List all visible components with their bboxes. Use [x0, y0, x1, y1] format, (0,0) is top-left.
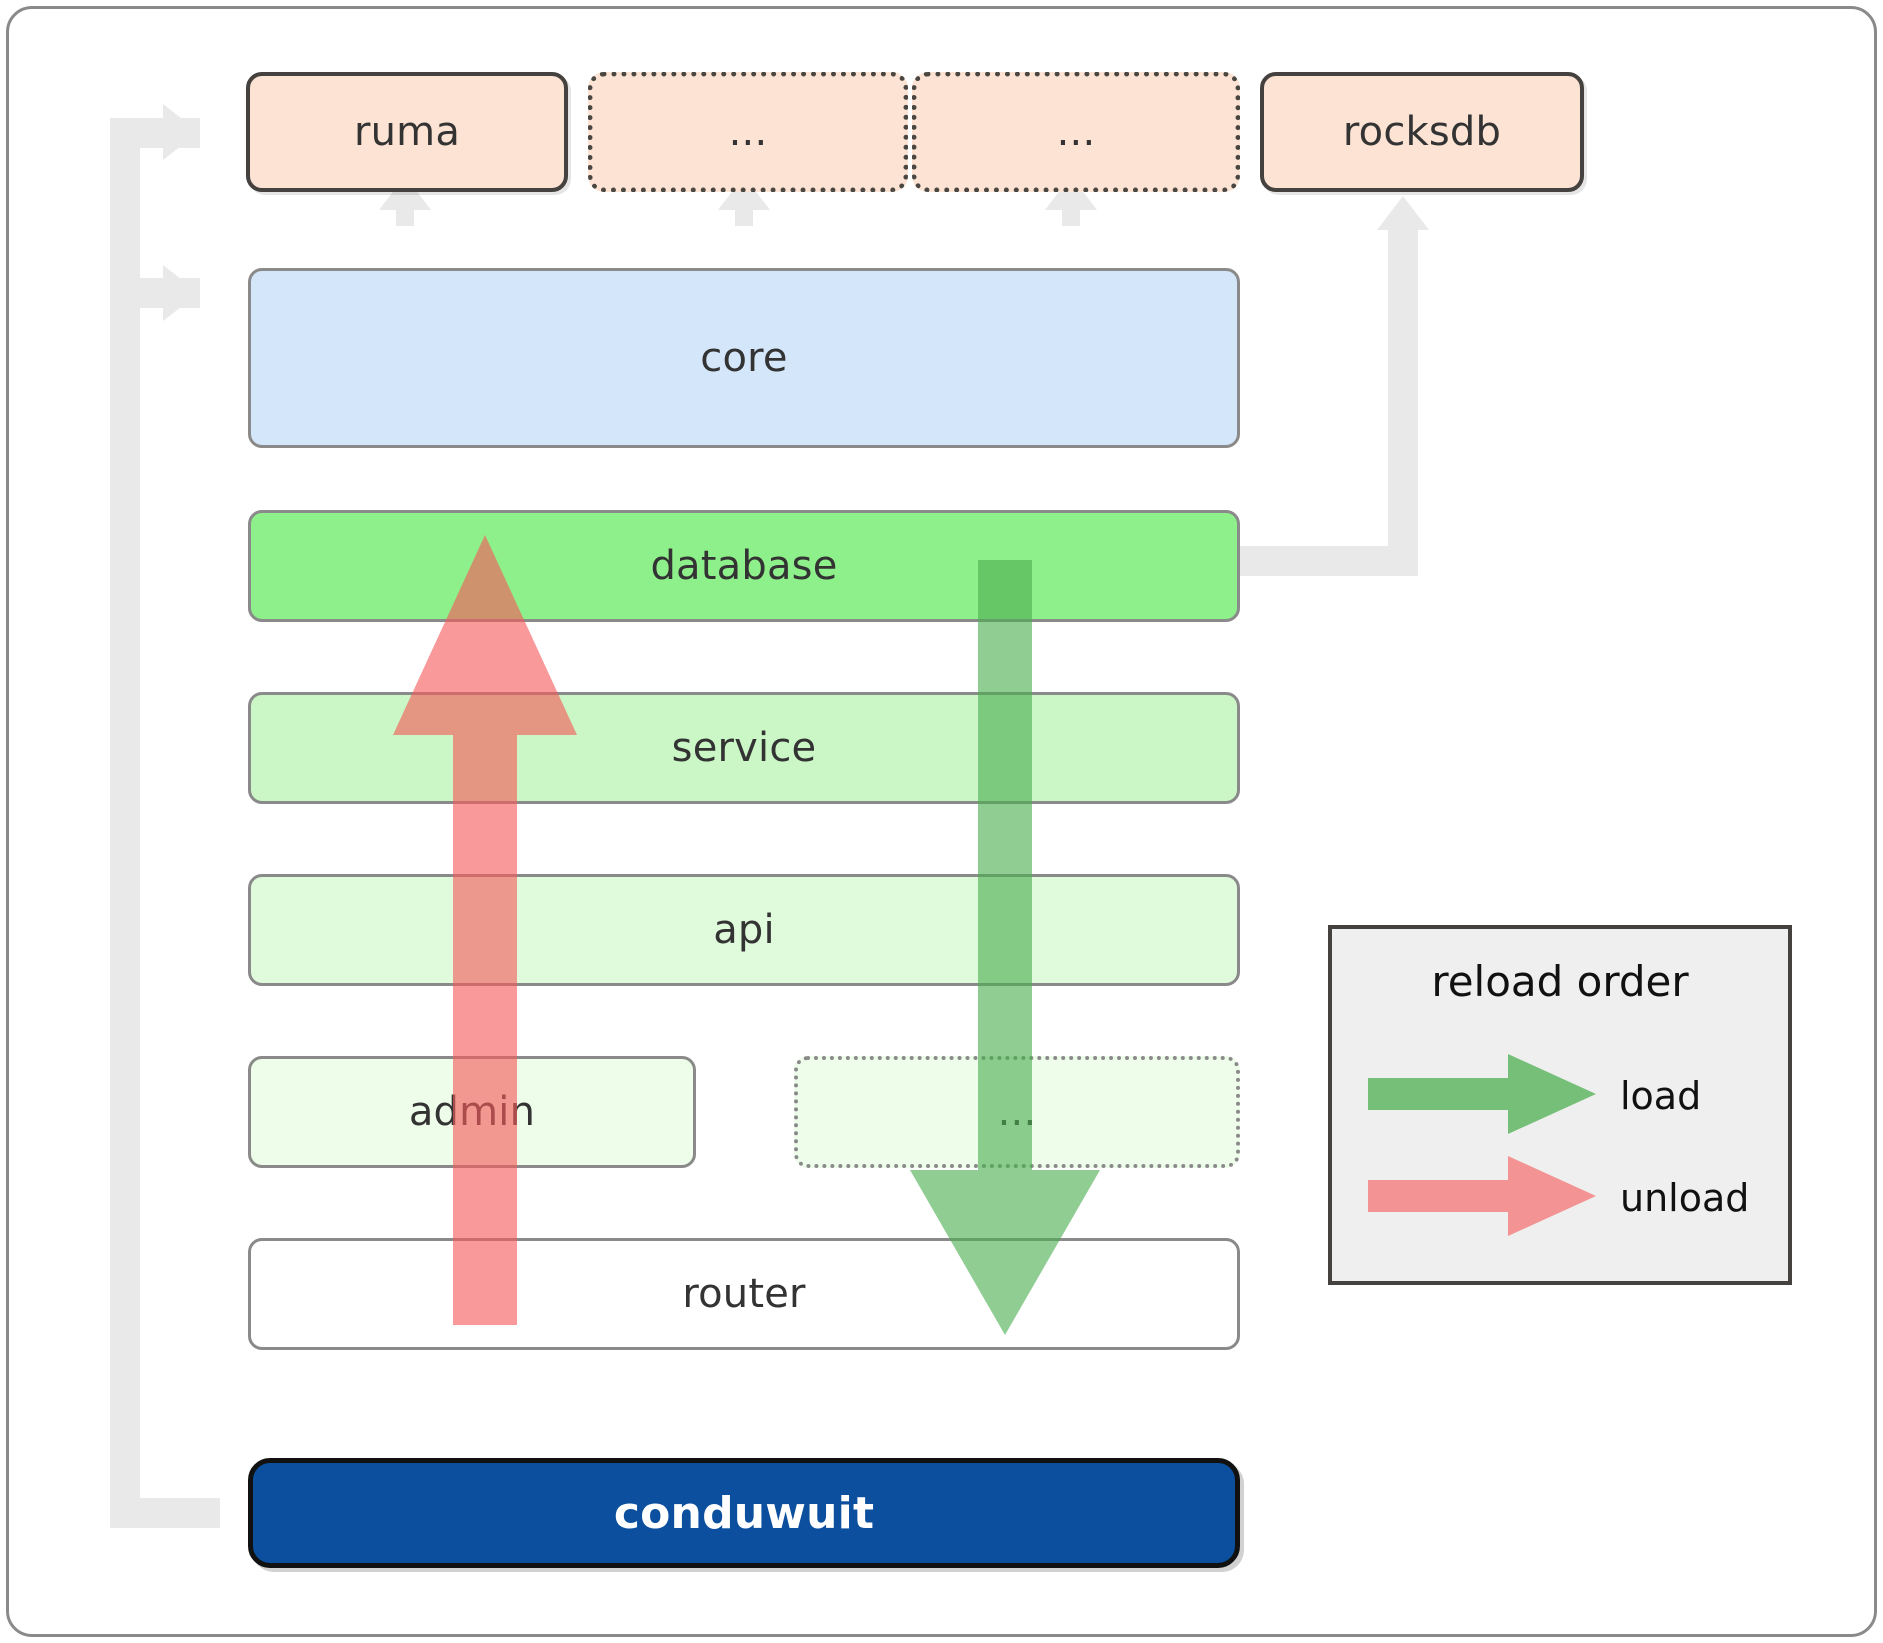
legend-title: reload order: [1431, 957, 1689, 1006]
layer-label-api: api: [713, 907, 775, 953]
layer-label-core: core: [700, 335, 788, 381]
legend-label-load: load: [1620, 1074, 1702, 1118]
legend-label-unload: unload: [1620, 1176, 1750, 1220]
root-label-conduwuit: conduwuit: [613, 1487, 875, 1539]
crate-label-placeholder-2: ...: [1056, 109, 1096, 155]
connector-left-spine: [110, 132, 140, 1528]
legend-row-load: load: [1332, 1051, 1788, 1141]
root-box-conduwuit[interactable]: conduwuit: [248, 1458, 1240, 1568]
layer-box-api[interactable]: api: [248, 874, 1240, 986]
unload-flow-arrow: [385, 535, 585, 1325]
connector-database-to-rocksdb-arrowhead: [1377, 196, 1429, 230]
connector-database-to-rocksdb-horizontal: [1222, 546, 1418, 576]
crate-label-rocksdb: rocksdb: [1342, 109, 1502, 155]
crate-box-placeholder-1[interactable]: ...: [588, 72, 908, 192]
connector-to-core-arrowhead: [163, 265, 199, 321]
connector-database-to-rocksdb-vertical: [1388, 230, 1418, 560]
crate-box-ruma[interactable]: ruma: [246, 72, 568, 192]
layer-label-router: router: [682, 1271, 806, 1317]
legend-load-arrow-icon: [1368, 1054, 1598, 1138]
crate-label-placeholder-1: ...: [728, 109, 768, 155]
crate-box-placeholder-2[interactable]: ...: [912, 72, 1240, 192]
connector-from-conduwuit-stub: [110, 1498, 220, 1528]
crate-box-rocksdb[interactable]: rocksdb: [1260, 72, 1584, 192]
layer-box-core[interactable]: core: [248, 268, 1240, 448]
layer-label-database: database: [650, 543, 838, 589]
layer-box-database[interactable]: database: [248, 510, 1240, 622]
connector-to-ruma-arrowhead: [163, 104, 199, 160]
legend-unload-arrow-icon: [1368, 1156, 1598, 1240]
layer-label-service: service: [671, 725, 817, 771]
load-flow-arrow: [900, 560, 1110, 1340]
legend-row-unload: unload: [1332, 1153, 1788, 1243]
crate-label-ruma: ruma: [353, 109, 461, 155]
legend-panel: reload order load unload: [1328, 925, 1792, 1285]
